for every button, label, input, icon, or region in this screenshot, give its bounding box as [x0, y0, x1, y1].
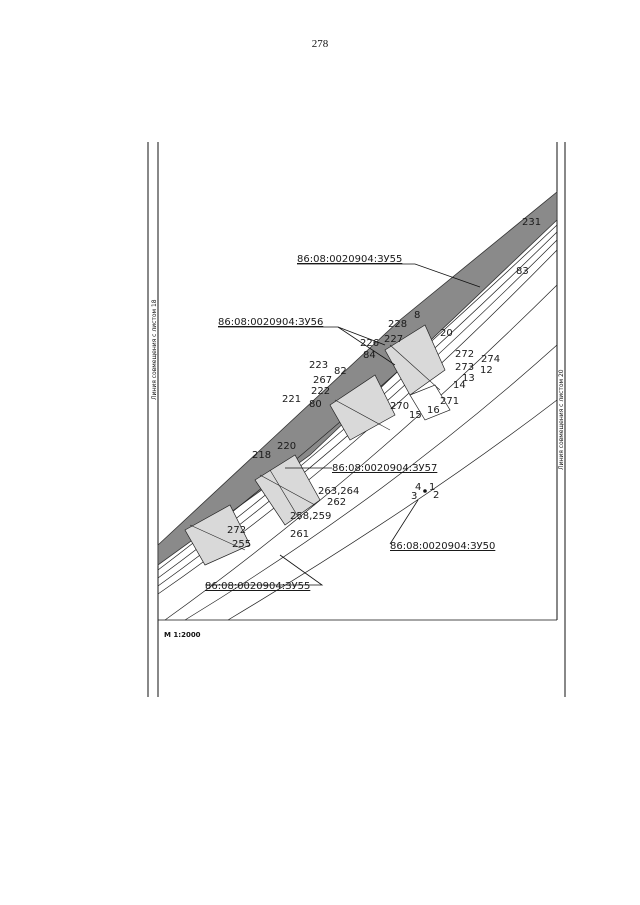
point-label: 13	[462, 373, 475, 384]
point-labels: 231 83 228 8 227 226 84 20 272 274 273 1…	[227, 217, 541, 550]
point-label: 84	[363, 350, 376, 361]
point-label: 16	[427, 405, 440, 416]
point-label: 270	[390, 401, 409, 412]
point-label: 263,264	[318, 486, 359, 497]
point-label: 228	[388, 319, 407, 330]
point-label: 272	[227, 525, 246, 536]
road-band	[158, 192, 557, 565]
point-label: 83	[516, 266, 529, 277]
parcel-label-zu55-top: 86:08:0020904:ЗУ55	[297, 254, 402, 265]
match-line-right-label: Линия совмещения с листом 20	[558, 369, 565, 470]
point-label: 261	[290, 529, 309, 540]
parcel-label-zu57: 86:08:0020904:ЗУ57	[332, 463, 437, 474]
point-label: 226	[360, 338, 379, 349]
point-label: 227	[384, 334, 403, 345]
point-marker	[423, 489, 427, 493]
point-label: 273	[455, 362, 474, 373]
parcel-label-zu56: 86:08:0020904:ЗУ56	[218, 317, 323, 328]
point-label: 14	[453, 380, 466, 391]
point-label: 231	[522, 217, 541, 228]
page-number: 278	[311, 38, 329, 50]
point-label: 1	[429, 482, 435, 493]
leader-lines	[205, 263, 481, 586]
road-band-outline	[157, 191, 558, 566]
point-label: 258,259	[290, 511, 331, 522]
point-label: 255	[232, 539, 251, 550]
parcel-hatching	[189, 344, 441, 551]
point-label: 274	[481, 354, 500, 365]
point-label: 271	[440, 396, 459, 407]
point-label: 8	[414, 310, 420, 321]
parcel-label-zu50: 86:08:0020904:ЗУ50	[390, 541, 495, 552]
point-label: 221	[282, 394, 301, 405]
point-label: 12	[480, 365, 493, 376]
parcel-label-zu55-bottom: 86:08:0020904:ЗУ55	[205, 581, 310, 592]
point-label: 218	[252, 450, 271, 461]
point-label: 223	[309, 360, 328, 371]
point-label: 267	[313, 375, 332, 386]
match-line-left-label: Линия совмещения с листом 18	[151, 299, 158, 400]
point-label: 220	[277, 441, 296, 452]
point-label: 80	[309, 399, 322, 410]
scale-label: М 1:2000	[164, 631, 201, 639]
point-label: 15	[409, 410, 422, 421]
point-label: 3	[411, 491, 417, 502]
point-label: 4	[415, 482, 421, 493]
point-label: 2	[433, 490, 439, 501]
point-label: 20	[440, 328, 453, 339]
point-label: 262	[327, 497, 346, 508]
point-label: 82	[334, 366, 347, 377]
point-label: 272	[455, 349, 474, 360]
point-label: 222	[311, 386, 330, 397]
